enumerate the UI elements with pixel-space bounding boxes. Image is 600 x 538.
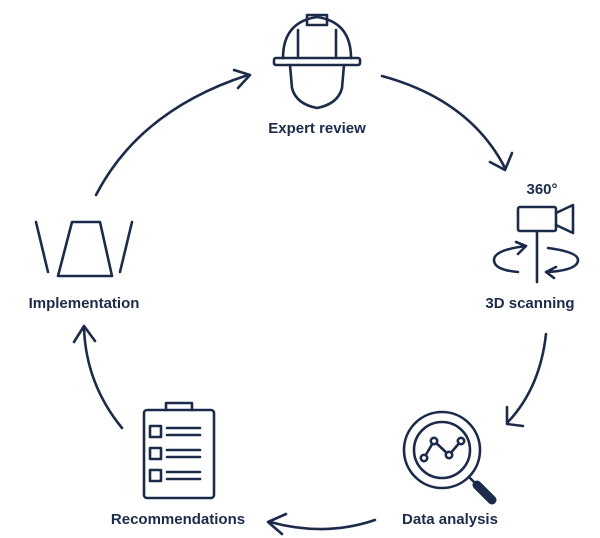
step-label-implementation: Implementation (28, 295, 140, 312)
step-label-data-analysis: Data analysis (402, 511, 498, 528)
clipboard-checklist-icon (142, 401, 216, 500)
arrow-review-to-scanning (380, 74, 514, 172)
arrow-implementation-to-review (94, 68, 252, 197)
step-label-3d-scanning: 3D scanning (485, 295, 575, 312)
arrow-scanning-to-analysis (505, 332, 548, 428)
road-perspective-icon (34, 220, 134, 278)
magnifier-chart-icon (402, 410, 497, 505)
step-label-expert-review: Expert review (268, 120, 366, 137)
step-label-recommendations: Recommendations (110, 511, 246, 528)
badge-360: 360° (526, 181, 558, 198)
arrow-analysis-to-recommendations (266, 512, 377, 536)
rotating-camera-icon (492, 203, 580, 284)
hard-hat-worker-icon (272, 13, 362, 110)
arrow-recommendations-to-implementation (72, 324, 124, 430)
